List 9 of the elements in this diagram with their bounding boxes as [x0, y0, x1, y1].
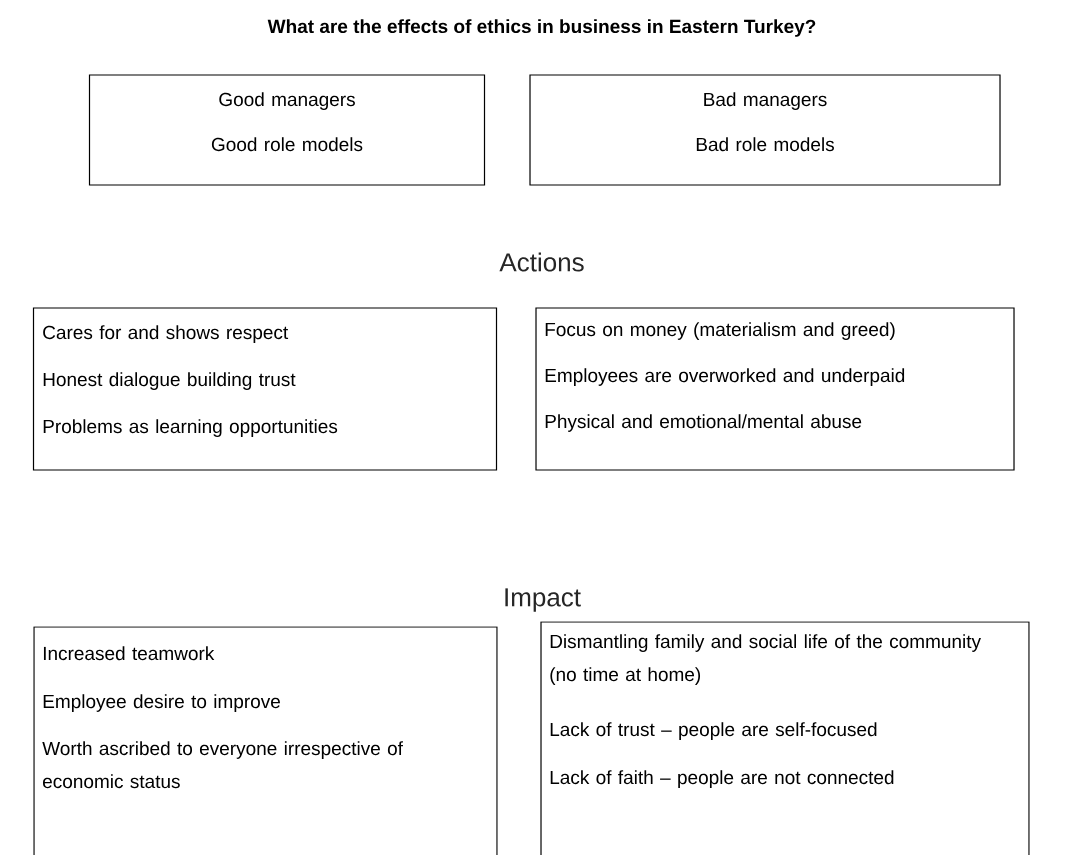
- text-box: Focus on money (materialism and greed) Employees are overworked and underpaid Physical and emotional/mental abuse: [535, 307, 1015, 471]
- section-heading: Actions: [499, 252, 584, 272]
- title: What are the effects of ethics in business in Eastern Turkey?: [267, 19, 816, 37]
- text-box: Bad managers Bad role models: [529, 74, 1001, 186]
- text-box: Dismantling family and social life of the community (no time at home) Lack of trust – people are self-focused Lack of faith – people are not connected: [540, 621, 1030, 855]
- text-box: Good managers Good role models: [88, 74, 486, 186]
- text-box: Increased teamwork Employee desire to improve Worth ascribed to everyone irrespective of economic status: [33, 626, 498, 855]
- text-box: Cares for and shows respect Honest dialogue building trust Problems as learning opportunities: [32, 307, 498, 471]
- section-heading: Impact: [505, 588, 581, 612]
